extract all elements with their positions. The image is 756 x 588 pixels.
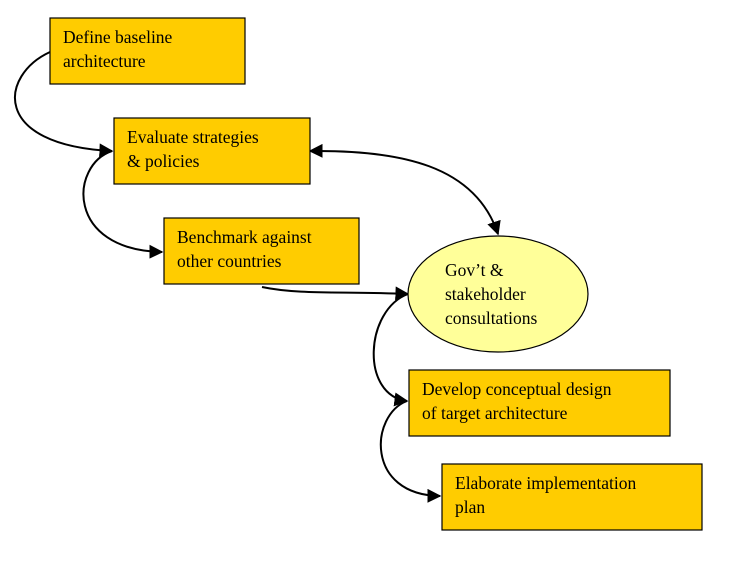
svg-text:Elaborate implementation: Elaborate implementation plan — [455, 473, 641, 517]
node-label-line: & policies — [127, 151, 200, 171]
arrow-design-to-plan — [379, 400, 442, 503]
connectors — [14, 51, 501, 503]
arrow-evaluate-to-benchmark — [82, 150, 164, 259]
arrow-consultations-to-design — [372, 293, 409, 407]
node-label-line: of target architecture — [422, 403, 568, 423]
node-conceptual-design: Develop conceptual design of target arch… — [408, 369, 671, 437]
svg-text:Develop conceptual design: Develop conceptual design of target arch… — [422, 379, 616, 423]
node-consultations: Gov’t & stakeholder consultations — [407, 235, 589, 353]
node-benchmark: Benchmark against other countries — [163, 217, 360, 285]
node-define-baseline: Define baseline architecture — [49, 17, 246, 85]
node-label-line: Develop conceptual design — [422, 379, 612, 399]
node-label-line: architecture — [63, 51, 146, 71]
arrow-define-to-evaluate — [14, 51, 114, 158]
arrow-benchmark-to-consultations — [261, 286, 410, 301]
node-box — [408, 369, 671, 437]
node-label-line: consultations — [445, 308, 538, 328]
arrow-evaluate-consultations-bidirectional — [308, 143, 501, 236]
svg-text:Benchmark against other: Benchmark against other countries — [177, 227, 316, 271]
svg-text:Gov’t & stakeholder: Gov’t & stakeholder consultations — [445, 260, 538, 328]
node-label-line: Define baseline — [63, 27, 173, 47]
node-label-line: Benchmark against — [177, 227, 312, 247]
node-label-line: Evaluate strategies — [127, 127, 259, 147]
svg-text:Define baseline architec: Define baseline architecture — [63, 27, 177, 71]
node-label-line: other countries — [177, 251, 282, 271]
node-label-line: plan — [455, 497, 485, 517]
node-box — [441, 463, 703, 531]
node-label-line: stakeholder — [445, 284, 526, 304]
node-label-line: Elaborate implementation — [455, 473, 637, 493]
node-box — [163, 217, 360, 285]
node-box — [113, 117, 311, 185]
node-box — [49, 17, 246, 85]
node-oval — [407, 235, 589, 353]
node-label-line: Gov’t & — [445, 260, 504, 280]
node-implementation-plan: Elaborate implementation plan — [441, 463, 703, 531]
svg-text:Evaluate strategies & po: Evaluate strategies & policies — [127, 127, 263, 171]
node-evaluate-strategies: Evaluate strategies & policies — [113, 117, 311, 185]
